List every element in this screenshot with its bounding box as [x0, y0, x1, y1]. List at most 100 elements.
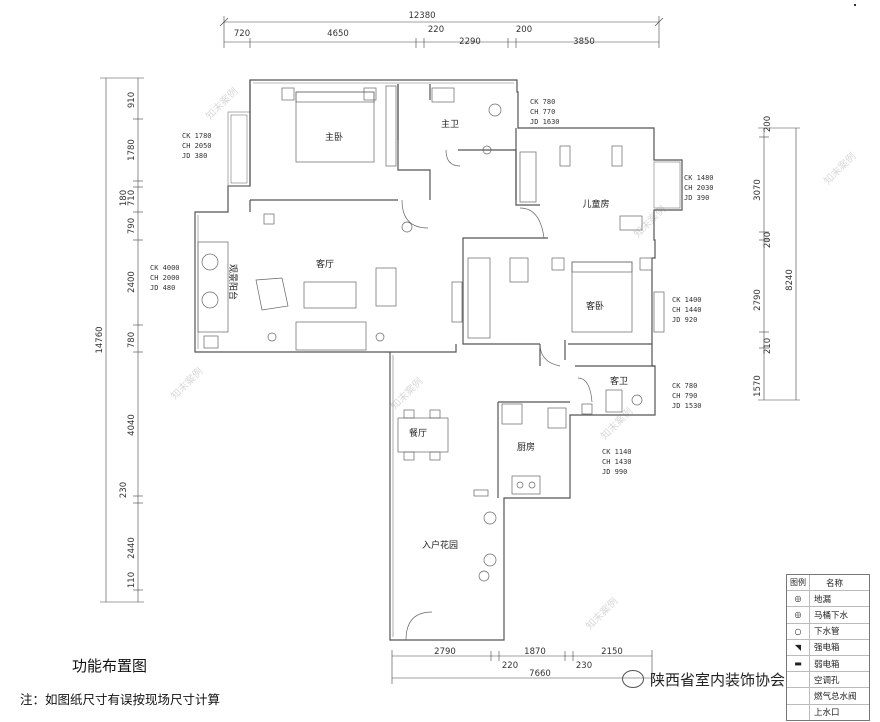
brand-watermark: 陕西省室内装饰协会 — [622, 669, 785, 690]
top-dimension-3850: 3850 — [573, 37, 595, 47]
water-inlet-icon — [787, 704, 810, 720]
power-box-icon: ◥ — [787, 639, 810, 655]
top-segment-ticks — [249, 38, 517, 48]
room-labels: 主卧 主卫 儿童房 客厅 客卧 客卫 餐厅 厨房 入户花园 观景阳台 — [227, 118, 628, 551]
window-spec-kids-room: CK 1480 CH 2030 JD 390 — [684, 174, 714, 202]
wechat-icon — [622, 670, 644, 688]
legend-item-label: 弱电箱 — [814, 659, 840, 670]
window-spec-guest-bedroom: CK 1400 CH 1440 JD 920 — [672, 296, 702, 324]
top-dimension-720: 720 — [234, 29, 250, 39]
left-total-dimension: 14760 — [95, 326, 105, 353]
left-dimension-780: 780 — [127, 332, 137, 348]
walls — [194, 79, 683, 641]
right-dimension-210: 210 — [763, 338, 773, 354]
svg-text:CK 780: CK 780 — [672, 382, 697, 390]
legend-item-label: 燃气总水阀 — [814, 691, 857, 702]
svg-text:JD 1530: JD 1530 — [672, 402, 702, 410]
bottom-total-dimension: 7660 — [529, 669, 551, 679]
right-dimension-200b: 200 — [763, 232, 773, 248]
top-dimensions: 12380 720 4650 220 2290 200 3850 — [219, 11, 664, 48]
watermark-text: 知末案例 — [583, 595, 620, 632]
legend-item-label: 强电箱 — [814, 643, 840, 654]
floor-drain-icon: ◎ — [787, 591, 810, 607]
right-dimensions: 200 3070 200 2790 210 1570 8240 — [753, 116, 800, 401]
drain-pipe-icon: ○ — [787, 623, 810, 639]
svg-text:CH 2030: CH 2030 — [684, 184, 714, 192]
room-label-kids-room: 儿童房 — [582, 198, 609, 210]
left-dimension-710: 710 — [127, 190, 137, 206]
window-spec-master-bedroom: CK 1780 CH 2050 JD 380 — [182, 132, 212, 160]
right-total-dimension: 8240 — [785, 269, 795, 291]
bottom-dimension-1870: 1870 — [524, 647, 546, 657]
furniture — [197, 85, 665, 641]
svg-text:CK 780: CK 780 — [530, 98, 555, 106]
legend-item-label: 地漏 — [814, 594, 832, 605]
right-dimension-1570: 1570 — [753, 375, 763, 397]
brand-text: 陕西省室内装饰协会 — [650, 671, 786, 689]
legend-row: 燃气总水阀 — [787, 687, 869, 704]
right-dimension-200: 200 — [763, 116, 773, 132]
svg-text:JD 380: JD 380 — [182, 152, 207, 160]
room-label-balcony: 观景阳台 — [227, 264, 239, 300]
legend-row: 空调孔 — [787, 671, 869, 688]
left-dimension-910: 910 — [127, 92, 137, 108]
ac-hole-icon — [787, 672, 810, 688]
bottom-dimension-220: 220 — [502, 661, 518, 671]
left-segment-ticks — [133, 118, 143, 591]
low-voltage-box-icon: ▬ — [787, 655, 810, 672]
svg-text:CH 770: CH 770 — [530, 108, 555, 116]
room-label-master-bath: 主卫 — [441, 118, 459, 130]
corner-mark — [854, 4, 856, 6]
bottom-segment-ticks — [490, 651, 574, 661]
bottom-dimension-230: 230 — [576, 661, 592, 671]
legend-row: ◎ 地漏 — [787, 590, 869, 607]
room-label-entry-garden: 入户花园 — [422, 539, 458, 551]
left-dimension-790: 790 — [127, 218, 137, 234]
svg-text:CK 1140: CK 1140 — [602, 448, 632, 456]
top-dimension-4650: 4650 — [327, 29, 349, 39]
legend-row: ◥ 强电箱 — [787, 638, 869, 655]
svg-text:JD 390: JD 390 — [684, 194, 709, 202]
svg-text:CH 1430: CH 1430 — [602, 458, 632, 466]
svg-text:CK 1780: CK 1780 — [182, 132, 212, 140]
top-dimension-200: 200 — [516, 25, 532, 35]
legend-row: ○ 下水管 — [787, 622, 869, 639]
window-spec-master-bath: CK 780 CH 770 JD 1630 — [530, 98, 560, 126]
svg-text:CH 2050: CH 2050 — [182, 142, 212, 150]
watermark-text: 知末案例 — [821, 150, 858, 187]
left-dimension-110: 110 — [127, 572, 137, 588]
legend-row: ◎ 马桶下水 — [787, 606, 869, 623]
room-label-guest-bedroom: 客卧 — [586, 300, 604, 312]
svg-text:CH 1440: CH 1440 — [672, 306, 702, 314]
legend-header: 图例 名称 — [787, 575, 869, 591]
svg-text:CK 4000: CK 4000 — [150, 264, 180, 272]
svg-text:CK 1400: CK 1400 — [672, 296, 702, 304]
top-total-dimension: 12380 — [408, 11, 435, 21]
legend-item-label: 空调孔 — [814, 675, 840, 686]
svg-text:CH 2000: CH 2000 — [150, 274, 180, 282]
legend-item-label: 马桶下水 — [814, 610, 849, 621]
right-dimension-3070: 3070 — [753, 179, 763, 201]
legend-header-name: 名称 — [826, 578, 844, 589]
watermark-text: 知末案例 — [203, 85, 240, 122]
bottom-dimension-2790: 2790 — [434, 647, 456, 657]
room-label-guest-bath: 客卫 — [610, 375, 628, 387]
svg-text:CK 1480: CK 1480 — [684, 174, 714, 182]
legend-row: ▬ 弱电箱 — [787, 654, 869, 672]
bottom-dimensions: 2790 220 1870 230 2150 7660 — [391, 647, 653, 684]
room-label-dining: 餐厅 — [409, 427, 427, 439]
gas-valve-icon — [787, 688, 810, 704]
watermark-text: 知末案例 — [388, 375, 425, 412]
left-dimension-230: 230 — [119, 482, 129, 498]
top-dimension-2290: 2290 — [459, 37, 481, 47]
legend-row: 上水口 — [787, 703, 869, 720]
left-dimension-1780: 1780 — [127, 139, 137, 161]
legend-table: 图例 名称 ◎ 地漏 ◎ 马桶下水 ○ 下水管 ◥ 强电箱 ▬ 弱电箱 空调孔 … — [786, 574, 870, 721]
right-segment-ticks — [759, 136, 769, 349]
left-dimension-4040: 4040 — [127, 414, 137, 436]
left-dimension-2400: 2400 — [127, 271, 137, 293]
left-dimension-180: 180 — [119, 190, 129, 206]
legend-item-label: 下水管 — [814, 627, 840, 638]
